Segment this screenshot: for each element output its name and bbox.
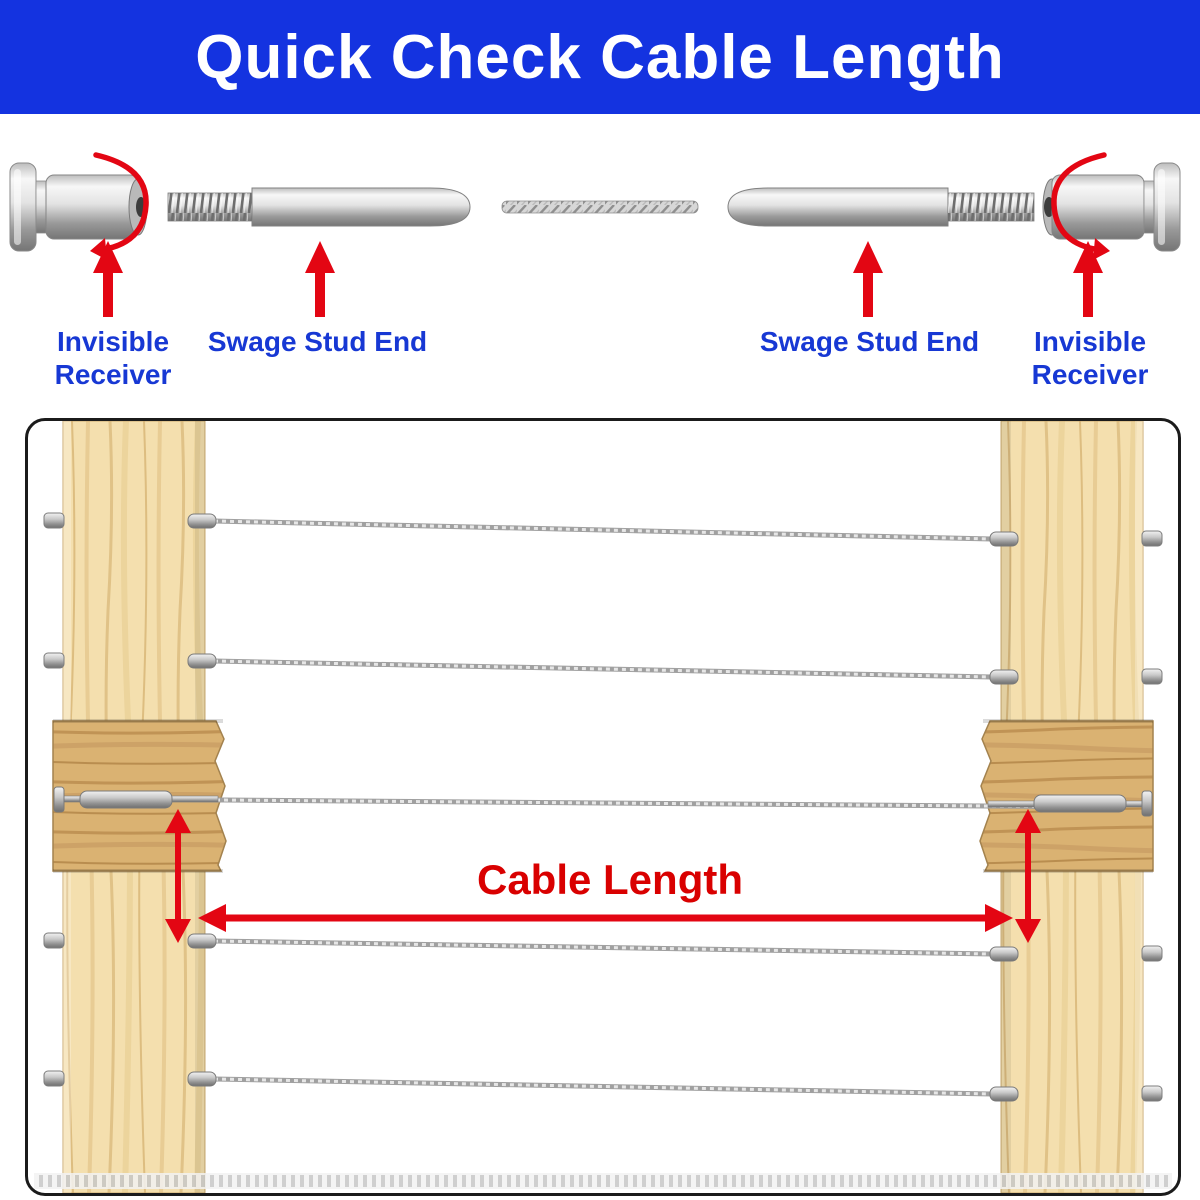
pointer-arrow-stud-right-icon [853, 241, 883, 317]
middle-stud-right-icon [987, 790, 1153, 817]
hardware-diagram-svg [9, 152, 1181, 317]
cable-run-4 [213, 938, 993, 957]
label-swage-stud-right: Swage Stud End [759, 326, 980, 357]
page-title: Quick Check Cable Length [195, 22, 1005, 92]
outer-screws [43, 512, 1163, 1102]
pointer-arrow-receiver-left-icon [93, 241, 123, 317]
cable-end-fittings [187, 513, 1019, 1102]
vertical-measure-arrow-right-icon [1015, 809, 1041, 943]
middle-stud-left-icon [53, 786, 219, 813]
vertical-measure-arrow-left-icon [165, 809, 191, 943]
label-invisible-receiver-right: Invisible Receiver [1031, 326, 1149, 391]
swage-stud-left-icon [167, 187, 471, 227]
label-invisible-receiver-left: Invisible Receiver [54, 326, 172, 391]
cable-icon [501, 200, 699, 214]
label-swage-stud-left: Swage Stud End [207, 326, 428, 357]
rotation-arrow-right-icon [1051, 152, 1110, 260]
cable-length-illustration [25, 418, 1181, 1196]
bottom-edge-strip [34, 1173, 1172, 1189]
pointer-arrow-receiver-right-icon [1073, 241, 1103, 317]
cable-length-arrow-icon [198, 904, 1013, 932]
header-banner: Quick Check Cable Length [0, 0, 1200, 114]
hardware-diagram [0, 145, 1200, 320]
cable-run-2 [213, 658, 993, 680]
cable-run-3 [87, 796, 1119, 810]
illustration-svg [34, 421, 1172, 1193]
swage-stud-right-icon [727, 187, 1035, 227]
pointer-arrow-stud-left-icon [305, 241, 335, 317]
cable-run-1 [213, 518, 993, 542]
cable-length-label: Cable Length [476, 856, 743, 903]
cable-run-5 [213, 1076, 993, 1097]
